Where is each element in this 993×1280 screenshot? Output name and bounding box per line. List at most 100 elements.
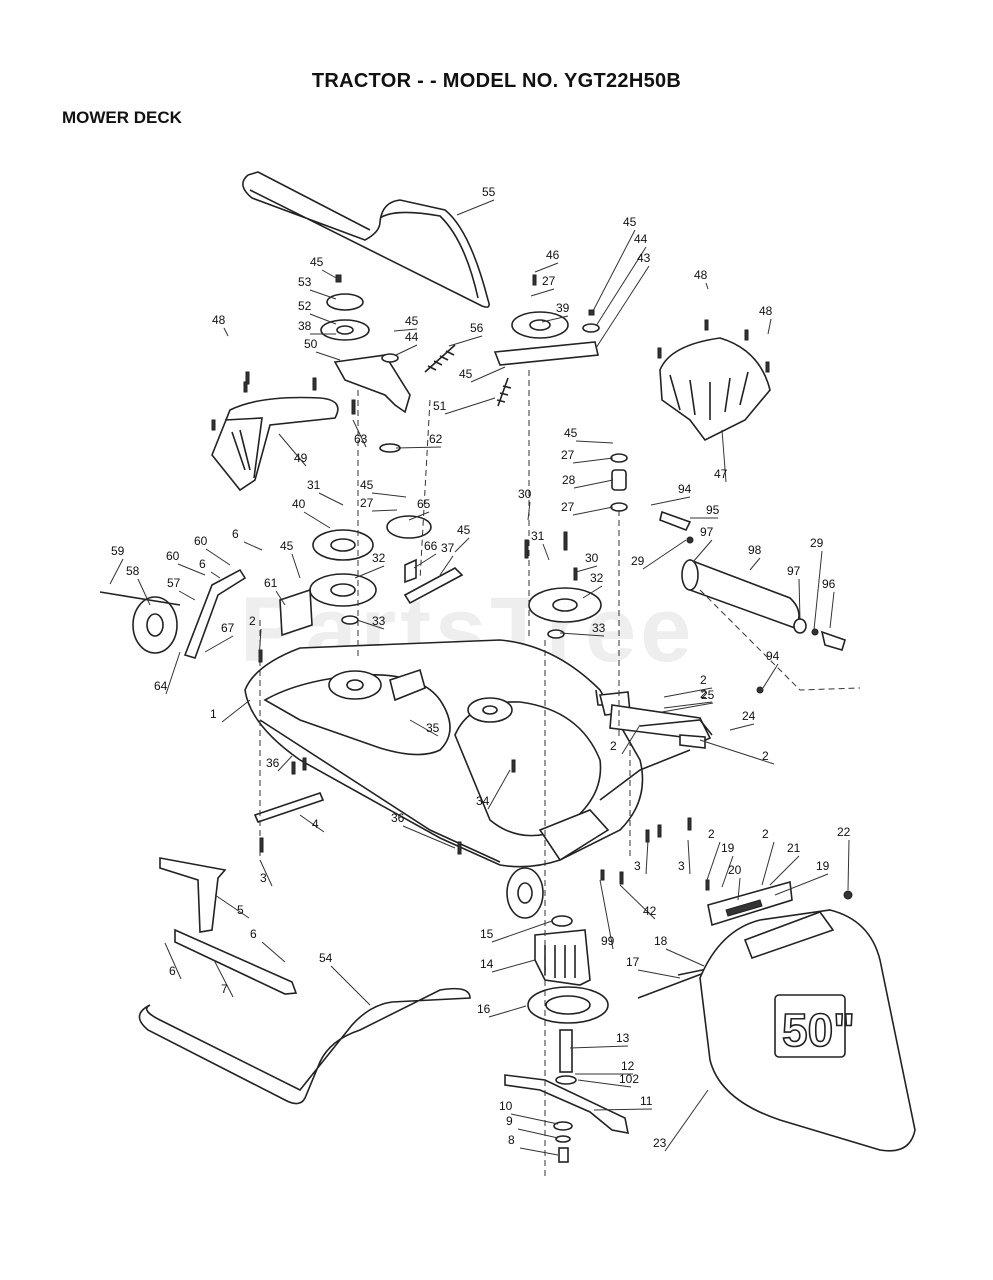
leader-line-c27d [371,509,398,512]
leader-line-c20 [737,877,741,901]
section-title: MOWER DECK [62,108,182,127]
leader-line-c28 [573,479,614,489]
callout-c17: 17 [626,955,640,969]
belt-guard-47 [659,337,771,442]
bracket-61 [279,588,313,637]
leader-line-c2f [706,841,721,881]
link-7 [174,928,298,995]
leader-line-c45a [321,269,339,280]
leader-line-c14 [491,959,536,973]
callout-c6a: 6 [199,557,206,571]
spindle-housing-14 [534,929,591,986]
callout-c60b: 60 [194,534,208,548]
callout-c25: 25 [701,688,715,702]
roller-98 [684,559,800,629]
callout-c2e: 2 [762,749,769,763]
callout-c66: 66 [424,539,438,553]
leader-line-c6a [210,571,221,579]
callout-c20: 20 [728,863,742,877]
leader-line-c42 [619,884,656,920]
callout-c36b: 36 [391,811,405,825]
belt-guard-49 [211,396,339,492]
leader-line-c94a [650,496,691,506]
leader-line-c27b [572,457,614,464]
callout-c102: 102 [619,1072,639,1086]
callout-c54: 54 [319,951,333,965]
callout-c29b: 29 [810,536,824,550]
callout-c31a: 31 [307,478,321,492]
callout-c3c: 3 [678,859,685,873]
belt-55 [242,171,490,308]
leader-line-c45e [575,440,614,444]
callout-c94a: 94 [678,482,692,496]
callout-c31b: 31 [531,529,545,543]
callout-c11: 11 [640,1094,653,1108]
leader-line-c45b [393,328,418,332]
leader-line-c45h [291,553,301,579]
callout-c6b: 6 [232,527,239,541]
roller-bracket-96 [820,630,846,651]
leader-line-c13 [569,1045,629,1049]
callout-c1: 1 [210,707,217,721]
leader-line-c18 [665,948,705,967]
idler-arm-43 [493,341,599,366]
leader-line-c64 [165,651,181,695]
callout-c30b: 30 [585,551,599,565]
leader-line-c2b [663,687,713,698]
belt-54 [138,987,471,1105]
leader-line-c27a [530,288,555,297]
leader-line-c6b [243,541,263,551]
callout-c16: 16 [477,1002,491,1016]
leader-line-c6d [164,942,182,980]
pulley-40 [312,529,374,561]
callout-c23: 23 [653,1136,667,1150]
callout-c43: 43 [637,251,651,265]
callout-c48a: 48 [212,313,226,327]
leader-line-c30a [527,501,531,521]
chute-front-plate [743,911,835,960]
leader-line-c32b [582,585,603,599]
callout-c3a: 3 [260,871,267,885]
leader-line-c50 [315,351,341,361]
leader-line-c32a [354,565,385,579]
leader-line-c61 [275,590,286,606]
callout-c2a: 2 [249,614,256,628]
leader-line-c31a [318,492,344,506]
callout-c27a: 27 [542,274,556,288]
leader-line-c15 [491,920,553,943]
leader-line-c36b [402,825,456,849]
leader-line-c48c [767,318,772,335]
leader-line-c60a [177,563,206,576]
callout-c32a: 32 [372,551,386,565]
callout-c42: 42 [643,904,657,918]
spring-56 [424,344,456,373]
leader-line-c23 [664,1089,709,1152]
leader-line-c66 [413,553,437,569]
leader-line-c55 [456,199,495,216]
leader-line-c2d [621,724,641,755]
bracket-37 [403,567,464,605]
callout-c18: 18 [654,934,668,948]
callout-c45c: 45 [459,367,473,381]
deck-size-badge [774,994,846,1058]
callout-c5: 5 [237,903,244,917]
callout-c27b: 27 [561,448,575,462]
leader-line-c16 [488,1005,527,1018]
callout-c99: 99 [601,934,615,948]
callout-c35: 35 [426,721,440,735]
callout-c13: 13 [616,1031,630,1045]
callout-c61: 61 [264,576,278,590]
leader-line-c51 [444,397,496,415]
callout-c97a: 97 [700,525,714,539]
leader-line-c5 [214,894,250,919]
callout-c36a: 36 [266,756,280,770]
callout-c47: 47 [714,467,728,481]
callout-c29a: 29 [631,554,645,568]
leader-line-c94b [762,663,779,689]
callout-c19a: 19 [721,841,735,855]
pulley-53 [326,293,364,311]
callout-c3b: 3 [634,859,641,873]
leader-line-c59 [109,558,124,585]
page-title: TRACTOR - - MODEL NO. YGT22H50B [311,70,682,92]
